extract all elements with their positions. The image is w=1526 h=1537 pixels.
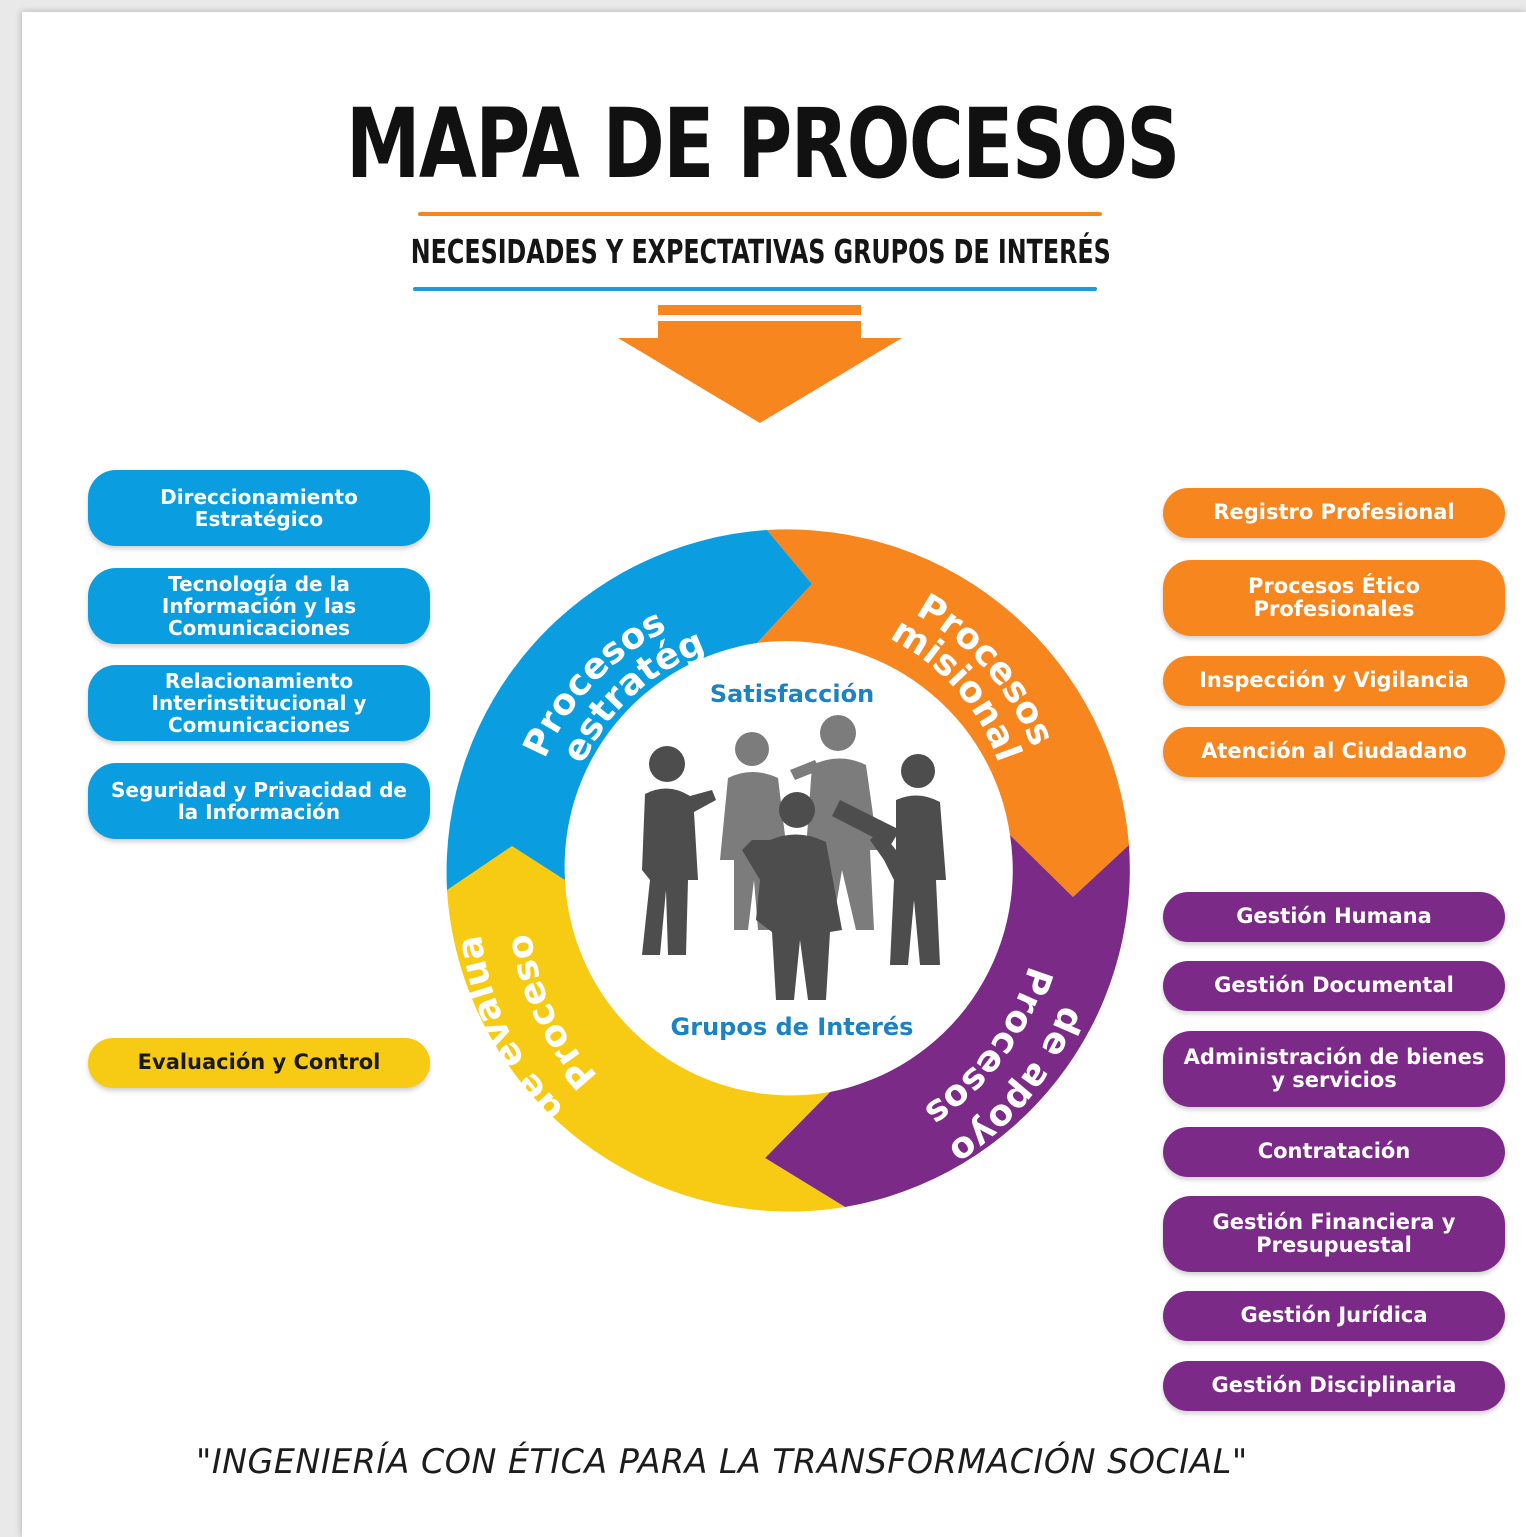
- pill-atencion-ciudadano: Atención al Ciudadano: [1163, 727, 1505, 777]
- page-title: MAPA DE PROCESOS: [345, 88, 1180, 200]
- pill-gestion-documental: Gestión Documental: [1163, 961, 1505, 1011]
- center-label-satisfaccion: Satisfacción: [710, 680, 874, 708]
- orange-divider: [418, 212, 1102, 216]
- blue-divider: [413, 287, 1097, 291]
- page-subtitle: NECESIDADES Y EXPECTATIVAS GRUPOS DE INT…: [410, 232, 1111, 271]
- pill-inspeccion-vigilancia: Inspección y Vigilancia: [1163, 656, 1505, 706]
- cycle-segment-evaluacion: [447, 846, 845, 1212]
- workers-silhouette-icon: [642, 715, 946, 1000]
- pill-gestion-disciplinaria: Gestión Disciplinaria: [1163, 1361, 1505, 1411]
- pill-seguridad-privacidad: Seguridad y Privacidad de la Información: [88, 763, 430, 839]
- cycle-segment-estrategicos: [446, 530, 812, 890]
- slogan: "INGENIERÍA CON ÉTICA PARA LA TRANSFORMA…: [196, 1442, 1248, 1482]
- pill-administracion-bienes: Administración de bienes y servicios: [1163, 1031, 1505, 1107]
- pill-registro-profesional: Registro Profesional: [1163, 488, 1505, 538]
- pill-tecnologia-informacion: Tecnología de la Información y las Comun…: [88, 568, 430, 644]
- pill-gestion-juridica: Gestión Jurídica: [1163, 1291, 1505, 1341]
- pill-contratacion: Contratación: [1163, 1127, 1505, 1177]
- pill-procesos-etico-profesionales: Procesos Ético Profesionales: [1163, 560, 1505, 636]
- cycle-segment-misionales: [757, 529, 1129, 897]
- pill-relacionamiento-interinstitucional: Relacionamiento Interinstitucional y Com…: [88, 665, 430, 741]
- pill-direccionamiento-estrategico: Direccionamiento Estratégico: [88, 470, 430, 546]
- cycle-segment-apoyo: [765, 835, 1130, 1207]
- pill-evaluacion-control: Evaluación y Control: [88, 1038, 430, 1088]
- center-label-grupos-interes: Grupos de Interés: [671, 1013, 914, 1041]
- label-procesos-evaluacion-2: de evaluación: [0, 0, 571, 1131]
- pill-gestion-financiera: Gestión Financiera y Presupuestal: [1163, 1196, 1505, 1272]
- down-arrow-icon: [618, 305, 902, 423]
- pill-gestion-humana: Gestión Humana: [1163, 892, 1505, 942]
